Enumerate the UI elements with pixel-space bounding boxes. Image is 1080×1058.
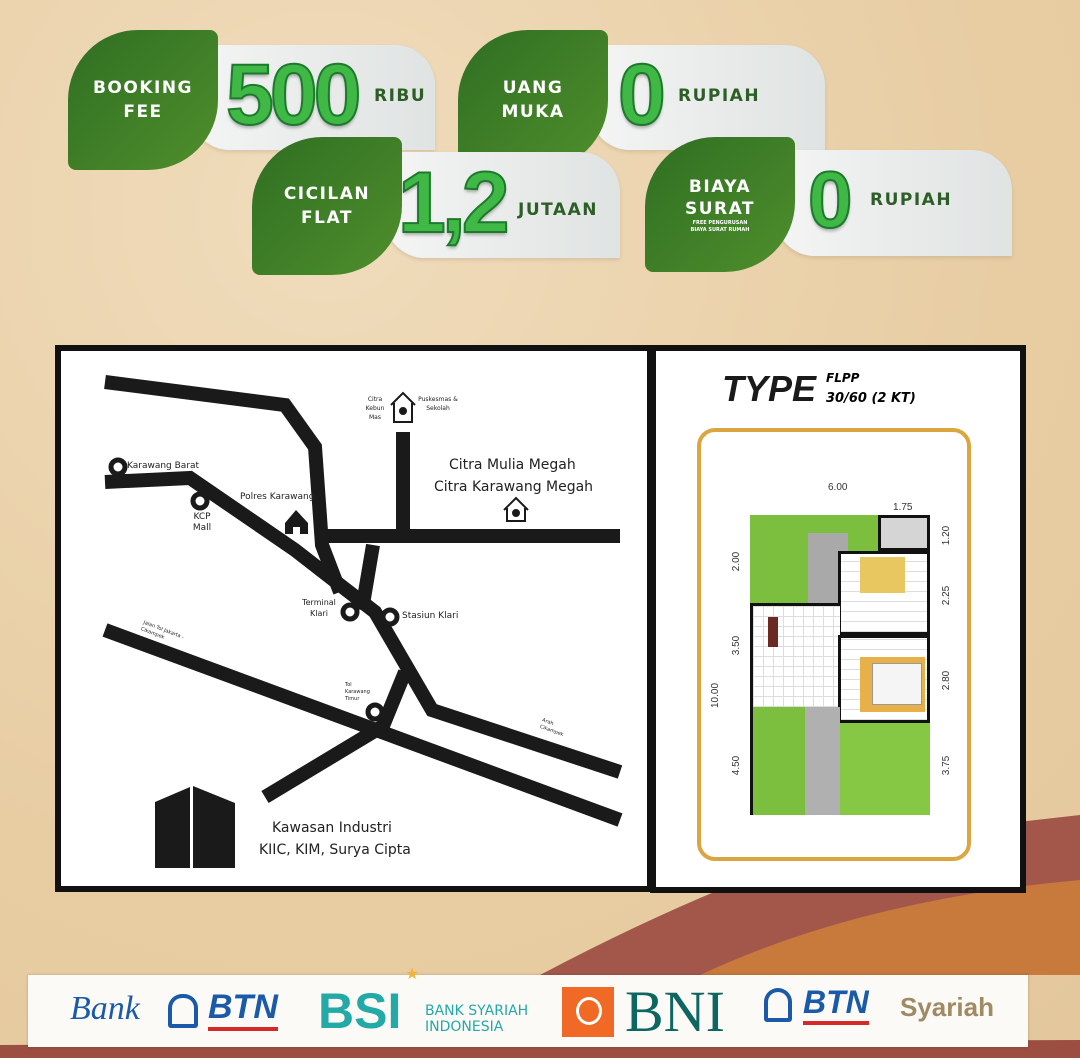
dimension-label: 3.75 — [941, 755, 953, 776]
dimension-label: 10.00 — [710, 682, 722, 709]
type-program: FLPP — [826, 371, 860, 385]
promo-unit: JUTAAN — [518, 200, 598, 220]
dimension-label: 2.00 — [731, 551, 743, 572]
promo-title: BIAYA — [688, 176, 752, 197]
bsi-logo: BSI — [318, 983, 402, 1039]
project-name: Citra Mulia Megah — [449, 457, 576, 473]
promo-value: 0 — [617, 47, 667, 143]
map-label: Terminal Klari — [302, 598, 336, 618]
location-marker-icon — [190, 491, 210, 511]
floorplan-frame — [697, 428, 971, 861]
house-icon — [285, 510, 308, 534]
dimension-label: 3.50 — [731, 635, 743, 656]
dimension-label: 6.00 — [828, 482, 848, 493]
dimension-label: 1.20 — [941, 525, 953, 546]
promo-title: FLAT — [301, 208, 353, 228]
promo-title: MUKA — [501, 102, 565, 122]
bank-btn-syariah-text: BTN — [803, 984, 869, 1025]
promo-title: CICILAN — [283, 184, 371, 204]
dimension-label: 4.50 — [731, 755, 743, 776]
bank-btn-logo: Bank — [70, 990, 140, 1027]
house-heart-icon — [503, 496, 529, 522]
bsi-name-line: INDONESIA — [425, 1019, 504, 1035]
bni-symbol-icon — [562, 987, 614, 1037]
location-marker-icon — [108, 457, 128, 477]
bank-btn-text: BTN — [208, 988, 278, 1031]
map-label: Karawang Barat — [127, 461, 200, 471]
road — [355, 543, 380, 612]
dimension-label: 2.25 — [941, 585, 953, 606]
type-heading: TYPE — [722, 368, 817, 409]
map-label: KCP Mall — [192, 512, 212, 533]
road-toll — [102, 623, 623, 827]
floorplan-drawing — [750, 515, 930, 815]
promo-subtitle: FREE PENGURUSAN BIAYA SURAT RUMAH — [690, 219, 750, 233]
syariah-logo: Syariah — [900, 992, 994, 1022]
map-label: KIIC, KIM, Surya Cipta — [259, 842, 411, 858]
project-name: Citra Karawang Megah — [434, 479, 594, 495]
promo-title: UANG — [502, 78, 564, 98]
location-marker-icon — [340, 602, 360, 622]
promo-unit: RIBU — [374, 86, 427, 106]
dimension-label: 1.75 — [893, 502, 913, 513]
star-icon: ★ — [405, 964, 420, 983]
btn-house-icon — [168, 994, 198, 1028]
road — [104, 375, 347, 595]
map-label: Stasiun Klari — [402, 611, 459, 621]
promo-value: 0 — [807, 155, 853, 244]
map-label: Tol Karawang Timur — [345, 682, 370, 702]
promo-value: 500 — [225, 47, 362, 143]
map-label: Citra Kebun Mas — [365, 396, 385, 421]
map-label: Kawasan Industri — [272, 820, 392, 836]
btn-house-icon — [764, 988, 792, 1022]
dimension-label: 2.80 — [941, 670, 953, 691]
promo-title: FEE — [123, 102, 163, 122]
promo-unit: RUPIAH — [678, 86, 761, 106]
bsi-name-line: BANK SYARIAH — [425, 1003, 529, 1019]
industrial-building-icon — [155, 786, 235, 868]
promo-value: 1,2 — [397, 155, 511, 251]
type-size: 30/60 (2 KT) — [826, 391, 916, 406]
promo-title: BOOKING — [92, 78, 194, 98]
bni-logo: BNI — [625, 979, 725, 1044]
location-marker-icon — [365, 702, 385, 722]
location-marker-icon — [380, 607, 400, 627]
promo-unit: RUPIAH — [870, 190, 953, 210]
map-label: Puskesmas & Sekolah — [418, 396, 458, 412]
map-label: Polres Karawang — [240, 492, 315, 502]
promo-title: SURAT — [684, 198, 756, 219]
house-heart-icon — [390, 391, 416, 423]
road — [261, 669, 412, 803]
